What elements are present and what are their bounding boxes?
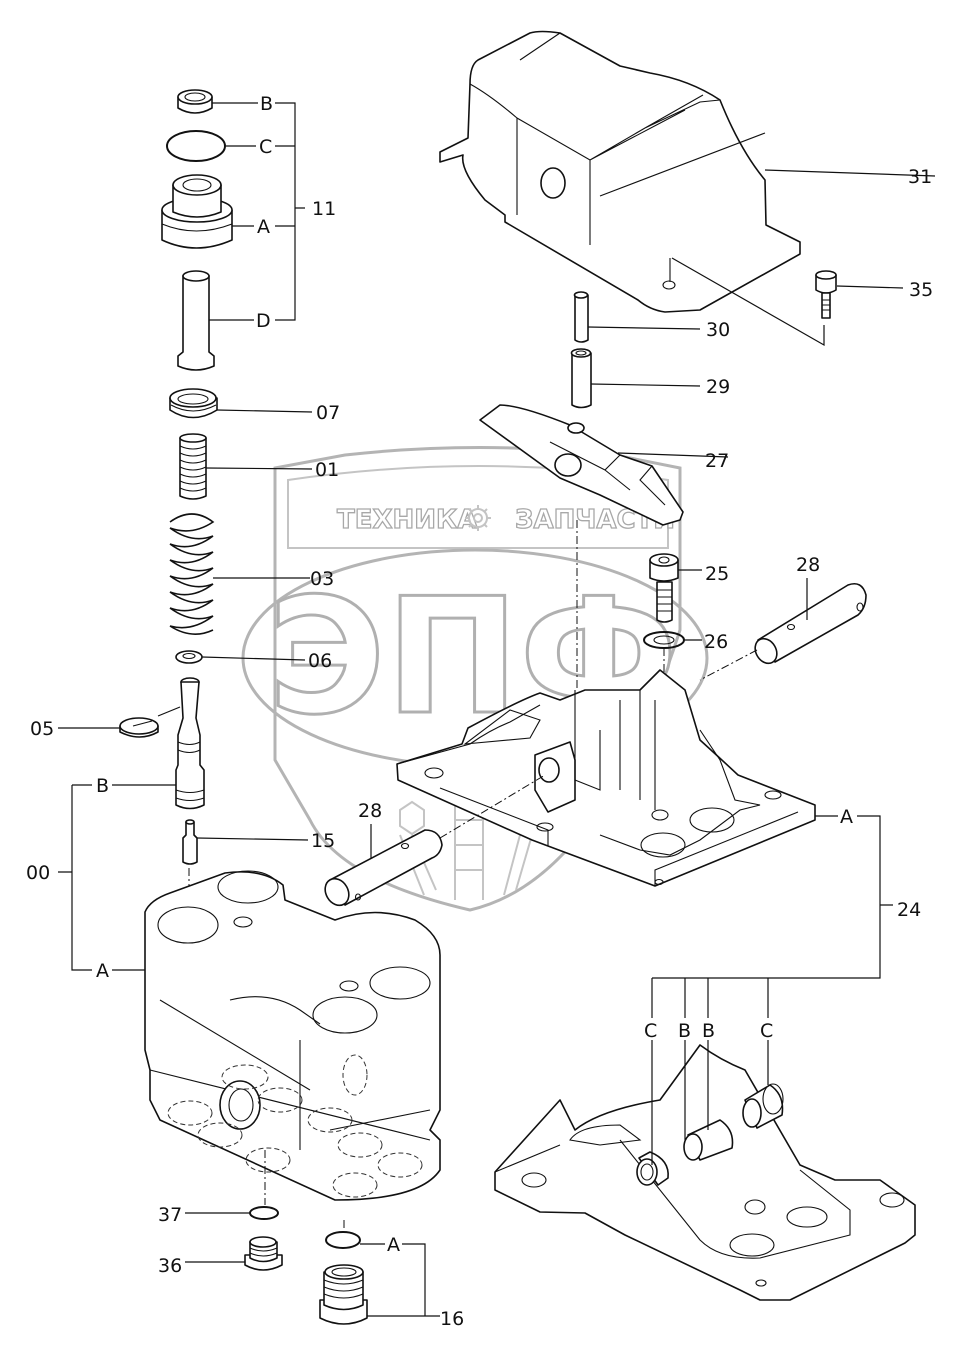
label-24-c-right: C xyxy=(760,1020,773,1042)
label-16: 16 xyxy=(440,1308,464,1330)
part-00-spool xyxy=(175,677,205,810)
label-25: 25 xyxy=(705,563,729,585)
part-35-bolt xyxy=(815,270,837,319)
part-28-pin-right xyxy=(754,582,867,665)
part-11-a-body xyxy=(161,174,233,249)
label-24-a: A xyxy=(840,806,853,828)
part-05-clip xyxy=(119,717,159,738)
part-25-bolt xyxy=(649,553,679,623)
part-30-dowel xyxy=(573,291,589,343)
part-00-valve-body xyxy=(144,870,441,1201)
label-01: 01 xyxy=(315,459,339,481)
part-31-cover xyxy=(439,30,801,313)
label-11-d: D xyxy=(256,310,271,332)
label-16-a: A xyxy=(387,1234,400,1256)
part-36-plug xyxy=(244,1236,283,1271)
part-16-plug xyxy=(319,1264,368,1325)
part-16-a-oring xyxy=(325,1231,361,1249)
part-24-housing-underside xyxy=(494,1044,916,1301)
label-00: 00 xyxy=(26,862,50,884)
label-28-left: 28 xyxy=(358,800,382,822)
label-11-a: A xyxy=(257,216,270,238)
label-24: 24 xyxy=(897,899,921,921)
part-27-cam-lever xyxy=(479,404,684,526)
label-15: 15 xyxy=(311,830,335,852)
label-31: 31 xyxy=(908,166,932,188)
part-06-washer xyxy=(175,650,203,664)
part-37-oring xyxy=(249,1206,279,1220)
part-15-pin xyxy=(182,819,198,865)
part-11-assembly: B C A D 11 xyxy=(161,89,336,371)
label-07: 07 xyxy=(316,402,340,424)
label-11-c: C xyxy=(259,136,272,158)
part-03-spring-outer xyxy=(169,513,215,635)
label-26: 26 xyxy=(704,631,728,653)
part-11-b-seal xyxy=(177,89,213,114)
gear-icon xyxy=(465,505,491,531)
part-11-d-pin xyxy=(177,270,215,371)
label-11-b: B xyxy=(260,93,273,115)
label-11: 11 xyxy=(312,198,336,220)
label-27: 27 xyxy=(705,450,729,472)
label-24-b-left: B xyxy=(678,1020,691,1042)
label-24-c-left: C xyxy=(644,1020,657,1042)
label-28-right: 28 xyxy=(796,554,820,576)
label-35: 35 xyxy=(909,279,933,301)
label-00-a: A xyxy=(96,960,109,982)
label-03: 03 xyxy=(310,568,334,590)
watermark-text-left: ТЕХНИКА xyxy=(337,505,477,535)
part-07-cap xyxy=(169,388,218,419)
label-00-b: B xyxy=(96,775,109,797)
part-01-spring-inner xyxy=(179,433,207,500)
label-36: 36 xyxy=(158,1255,182,1277)
part-11-c-oring xyxy=(166,130,226,162)
label-30: 30 xyxy=(706,319,730,341)
part-28-pin-left xyxy=(324,829,443,907)
label-24-b-right: B xyxy=(702,1020,715,1042)
label-29: 29 xyxy=(706,376,730,398)
label-06: 06 xyxy=(308,650,332,672)
label-37: 37 xyxy=(158,1204,182,1226)
label-05: 05 xyxy=(30,718,54,740)
watermark-text-right: ЗАПЧАСТИ xyxy=(515,505,675,535)
part-24-housing xyxy=(396,669,816,887)
part-29-bushing xyxy=(570,348,592,409)
